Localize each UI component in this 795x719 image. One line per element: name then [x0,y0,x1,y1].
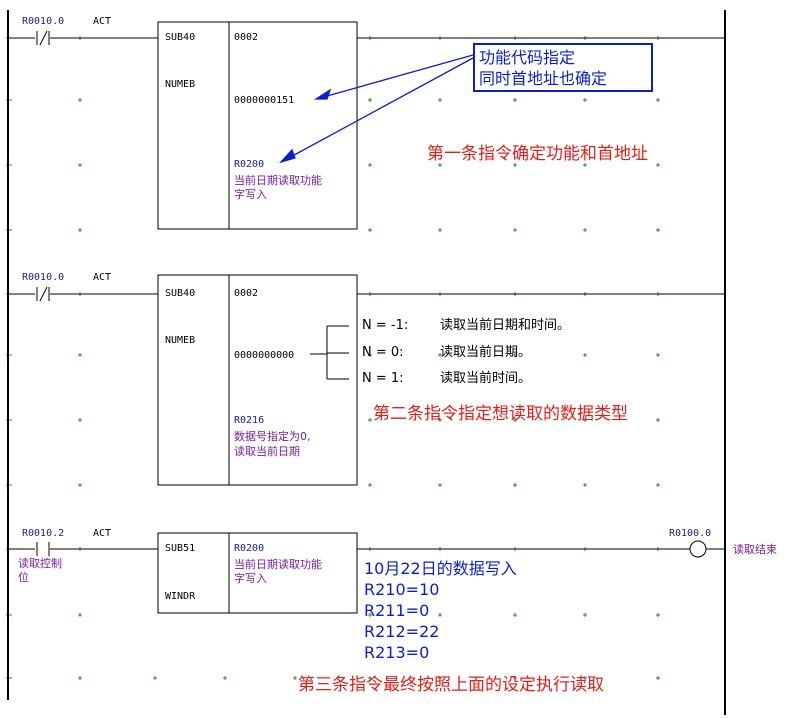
data-write-line-3: R212=22 [364,622,440,641]
rung-2 [8,274,725,486]
rung-3-func-block[interactable] [157,532,358,614]
rung-1-param-1: 0002 [234,32,259,43]
rung-1-func-name: NUMEB [165,79,196,90]
rung-1-func-block[interactable] [157,21,358,230]
rung-3-coil-address: R0100.0 [669,528,712,539]
rung-2-func-block[interactable] [157,274,358,486]
n-options-bracket [310,325,349,380]
data-write-block: 10月22日的数据写入 R210=10 R211=0 R212=22 R213=… [364,558,517,663]
rung-2-param-3-note-line-1: 数据号指定为0, [234,430,311,443]
callout-arrows [278,54,474,164]
rung-3 [8,532,725,614]
rung-1-param-2: 0000000151 [234,95,295,106]
rung-1-nc-contact[interactable] [36,30,50,46]
rung-2-func-name: NUMEB [165,335,196,346]
rung-2-nc-contact[interactable] [36,286,50,302]
rung-1-contact-address: R0010.0 [22,16,65,27]
rung-3-contact-address: R0010.2 [22,528,65,539]
rung-1-param-3-address: R0200 [234,159,265,170]
rung-3-coil-note: 读取结束 [733,543,777,556]
rung-2-param-1: 0002 [234,288,259,299]
data-write-line-1: R210=10 [364,580,440,599]
n-option-3-desc: 读取当前时间。 [440,371,532,386]
rung-2-func-code: SUB40 [165,288,196,299]
rung-1-act-label: ACT [93,16,112,27]
rung-3-param-1-note-line-2: 字写入 [234,572,267,585]
rung-1-param-3-note-line-1: 当前日期读取功能 [234,174,322,187]
n-option-2-desc: 读取当前日期。 [440,345,532,360]
rung-2-param-3-address: R0216 [234,415,265,426]
rung-2-param-2: 0000000000 [234,350,295,361]
n-option-1-desc: 读取当前日期和时间。 [440,318,571,333]
rung-3-param-1-address: R0200 [234,543,265,554]
rung-2-act-label: ACT [93,272,112,283]
rung-3-contact-note-line-1: 读取控制 [18,557,62,570]
rung-2-param-3-note-line-2: 读取当前日期 [234,445,300,458]
rung-3-contact-note-line-2: 位 [18,571,29,584]
rung-2-contact-address: R0010.0 [22,272,65,283]
rung-2-annotation: 第二条指令指定想读取的数据类型 [373,404,628,424]
n-option-2-value: N = 0: [362,345,404,360]
grid-dots [6,36,660,680]
rung-3-func-name: WINDR [165,591,196,602]
rung-3-param-1-note-line-1: 当前日期读取功能 [234,558,322,571]
rung-3-act-label: ACT [93,528,112,539]
rung-3-func-code: SUB51 [165,543,196,554]
rung-3-output-coil[interactable] [689,540,707,558]
rung-1-func-code: SUB40 [165,32,196,43]
data-write-line-2: R211=0 [364,601,430,620]
callout-line-2: 同时首地址也确定 [479,69,608,88]
rung-1-param-3-note-line-2: 字写入 [234,188,267,201]
callout-line-1: 功能代码指定 [479,48,576,67]
n-option-1-value: N = -1: [362,318,409,333]
rung-1-annotation: 第一条指令确定功能和首地址 [427,144,648,164]
data-write-title: 10月22日的数据写入 [364,559,517,578]
rung-3-annotation: 第三条指令最终按照上面的设定执行读取 [298,675,604,695]
callout-box: 功能代码指定 同时首地址也确定 [473,43,653,92]
data-write-line-4: R213=0 [364,643,430,662]
rung-3-no-contact[interactable] [36,542,50,556]
rung-1 [8,21,725,230]
n-option-3-value: N = 1: [362,371,404,386]
